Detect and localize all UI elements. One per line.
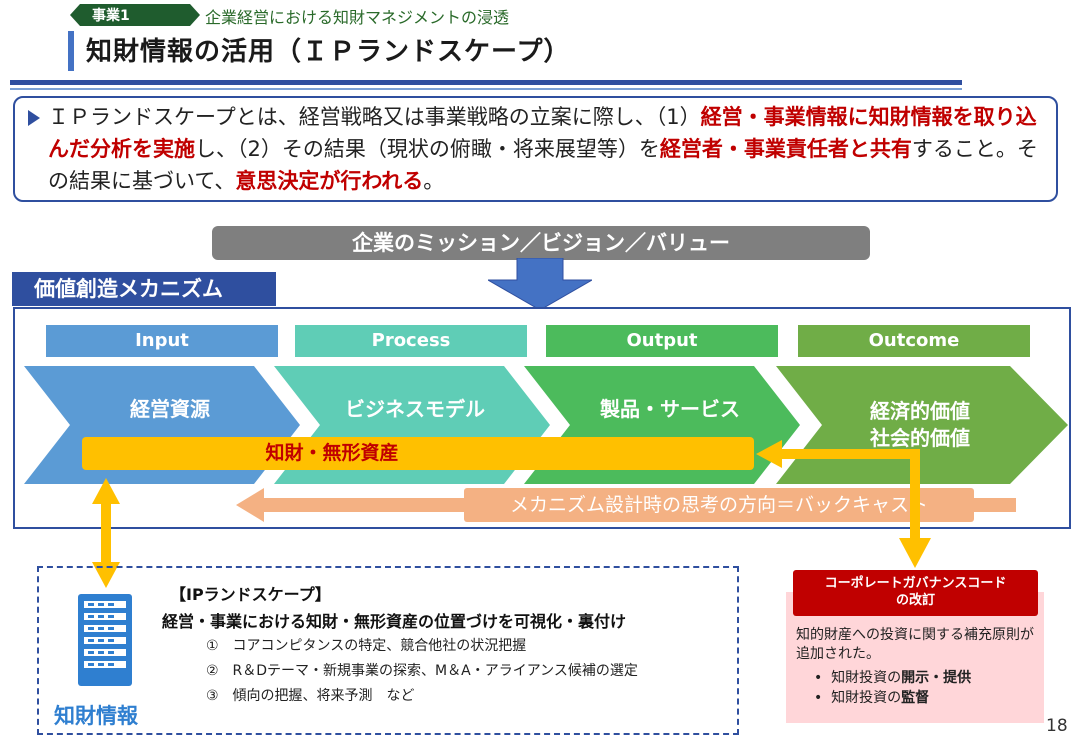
stage-product-label: 製品・サービス bbox=[600, 397, 740, 421]
section-tag-shape bbox=[70, 4, 200, 26]
governance-bullet: • 知財投資の監督 bbox=[814, 690, 930, 706]
ip-landscape-title: 【IPランドスケープ】 bbox=[170, 585, 331, 604]
governance-header-line2: の改訂 bbox=[895, 593, 935, 608]
stage-social-value-label: 社会的価値 bbox=[870, 426, 970, 450]
governance-body: 知的財産への投資に関する補充原則が追加された。 bbox=[796, 627, 1034, 662]
definition-box bbox=[13, 96, 1058, 202]
definition-highlight-3: 意思決定が行われる bbox=[235, 169, 424, 193]
phase-outcome: Outcome bbox=[798, 325, 1030, 357]
stage-economic-value-label: 経済的価値 bbox=[870, 399, 970, 423]
governance-bullet-text: 知財投資の bbox=[831, 670, 902, 686]
down-arrow-icon bbox=[488, 258, 592, 310]
mechanism-label: 価値創造メカニズム bbox=[12, 272, 276, 306]
section-tag-label: 事業1 bbox=[92, 8, 130, 24]
definition-part-4: 。 bbox=[423, 169, 445, 193]
ip-landscape-item: ② R＆Dテーマ・新規事業の探索、M＆A・アライアンス候補の選定 bbox=[206, 663, 638, 679]
elbow-arrow-icon bbox=[756, 440, 931, 568]
ip-assets-bar bbox=[82, 437, 754, 470]
definition-highlight-1: 経営・事業情報に知財情報を取り込んだ分析を実施 bbox=[48, 105, 1037, 161]
governance-header: コーポレートガバナンスコード の改訂 bbox=[793, 570, 1038, 616]
definition-part-3: すること。その結果に基づいて、 bbox=[48, 137, 1038, 193]
section-subtitle: 企業経営における知財マネジメントの浸透 bbox=[205, 8, 510, 27]
double-arrow-icon bbox=[92, 478, 120, 588]
ip-info-label: 知財情報 bbox=[54, 704, 138, 728]
phase-process: Process bbox=[295, 325, 527, 357]
header-rule-thin bbox=[10, 88, 962, 90]
ip-landscape-heading: 経営・事業における知財・無形資産の位置づけを可視化・裏付け bbox=[162, 612, 627, 631]
governance-header-line1: コーポレートガバナンスコード bbox=[824, 576, 1007, 591]
governance-bullet-text: 知財投資の bbox=[831, 690, 902, 706]
bullet-triangle-icon bbox=[28, 110, 40, 126]
ip-landscape-item: ③ 傾向の把握、将来予測 など bbox=[206, 688, 415, 704]
stage-resource-label: 経営資源 bbox=[130, 397, 210, 421]
ip-assets-label: 知財・無形資産 bbox=[265, 442, 399, 464]
phase-input: Input bbox=[46, 325, 278, 357]
ip-landscape-item: ① コアコンピタンスの特定、競合他社の状況把握 bbox=[206, 638, 527, 654]
governance-bullet-bold: 開示・提供 bbox=[901, 670, 972, 686]
ip-landscape-box bbox=[37, 566, 739, 735]
phase-output: Output bbox=[546, 325, 778, 357]
governance-bullet: • 知財投資の開示・提供 bbox=[814, 670, 972, 686]
page-title: 知財情報の活用（ＩＰランドスケープ） bbox=[86, 37, 571, 67]
backcast-label: メカニズム設計時の思考の方向＝バックキャスト bbox=[464, 488, 974, 522]
stage-business-label: ビジネスモデル bbox=[345, 397, 485, 421]
title-accent-bar bbox=[68, 31, 74, 71]
server-icon bbox=[78, 594, 132, 686]
definition-part-1: ＩＰランドスケープとは、経営戦略又は事業戦略の立案に際し、（1） bbox=[48, 105, 701, 129]
definition-text: ＩＰランドスケープとは、経営戦略又は事業戦略の立案に際し、（1）経営・事業情報に… bbox=[48, 101, 1048, 197]
header-rule bbox=[10, 80, 962, 85]
governance-bullet-bold: 監督 bbox=[901, 690, 930, 706]
definition-highlight-2: 経営者・事業責任者と共有 bbox=[659, 137, 912, 161]
mission-banner: 企業のミッション／ビジョン／バリュー bbox=[212, 226, 870, 260]
page-number: 18 bbox=[1046, 716, 1068, 736]
definition-part-2: し、（2）その結果（現状の俯瞰・将来展望等）を bbox=[195, 137, 660, 161]
